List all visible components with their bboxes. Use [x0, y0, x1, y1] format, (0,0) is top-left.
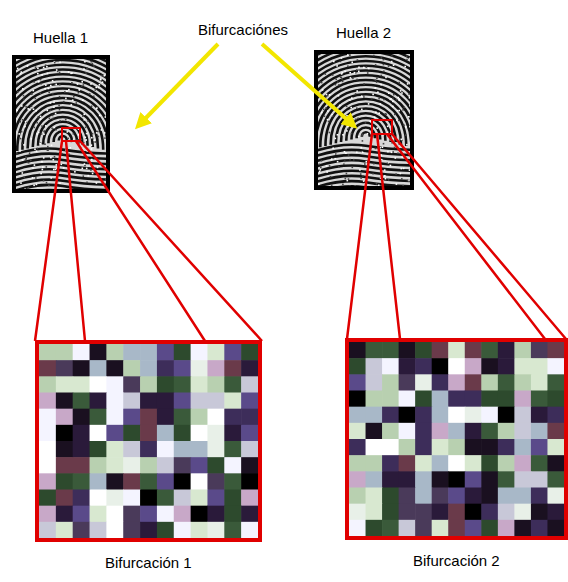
print-noise [318, 54, 410, 186]
print-title: Huella 2 [336, 24, 391, 42]
pixel-image [39, 344, 258, 538]
pixel-mosaic [39, 344, 258, 538]
fingerprint-image [16, 59, 106, 189]
print-noise [16, 61, 106, 189]
zoom-box: Bifurcación 2 [345, 338, 568, 540]
pointer-label: Bifurcaciónes [198, 21, 288, 39]
zoom-caption: Bifurcación 2 [413, 552, 500, 570]
zoom-square [372, 120, 392, 134]
fingerprint-ridges [16, 59, 106, 189]
fingerprint-ridges [318, 54, 410, 186]
zoom-caption: Bifurcación 1 [105, 554, 192, 572]
zoom-line [35, 141, 262, 341]
zoom-box: Bifurcación 1 [35, 340, 262, 542]
yellow-arrow [140, 44, 218, 124]
zoom-line [347, 134, 566, 339]
pixel-image [349, 342, 564, 536]
fingerprint-image [318, 54, 410, 186]
print-title: Huella 1 [33, 29, 88, 47]
fingerprint-box: Huella 2 [314, 50, 414, 190]
pixel-mosaic [349, 342, 564, 536]
yellow-arrow [262, 44, 352, 124]
zoom-square [62, 128, 80, 141]
